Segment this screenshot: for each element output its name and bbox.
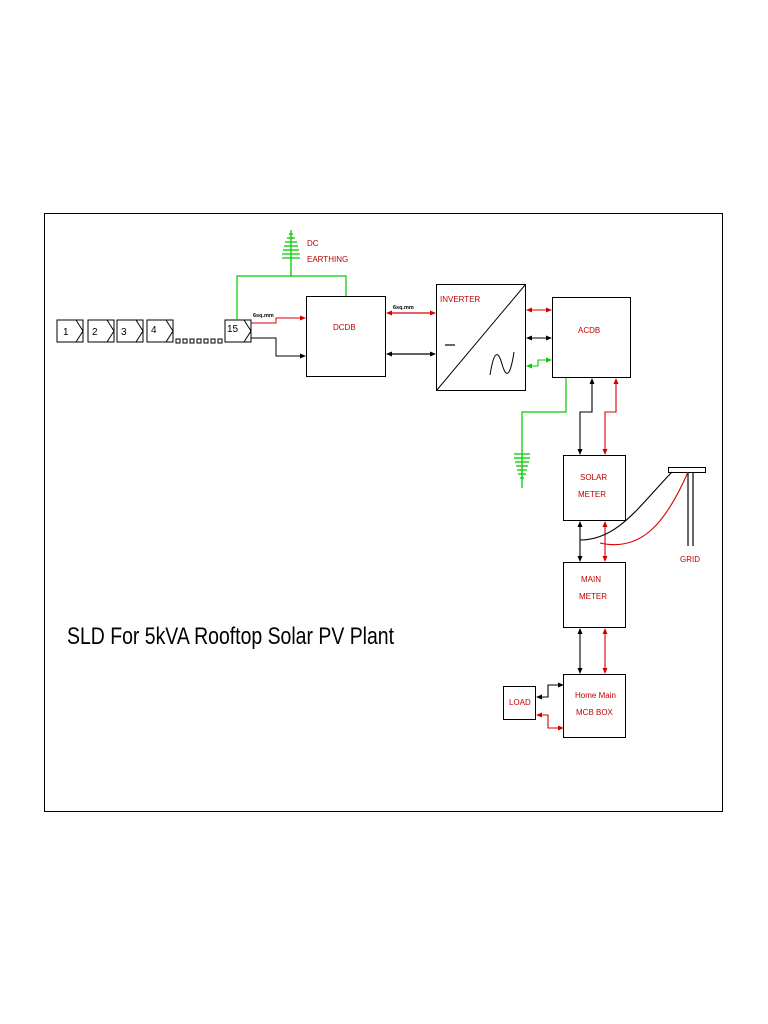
solar-meter-label-1: SOLAR (580, 473, 607, 482)
solar-meter-label-2: METER (578, 490, 606, 499)
panel-label: 1 (63, 327, 69, 338)
home-mcb-label-2: MCB BOX (576, 708, 614, 717)
ac-earthing-symbol (514, 448, 530, 488)
pv-panel-3: 3 (116, 319, 144, 343)
main-meter-label-2: METER (579, 592, 607, 601)
diagram-title: SLD For 5kVA Rooftop Solar PV Plant (67, 623, 394, 650)
panel-label: 2 (92, 327, 98, 338)
dcdb-block (306, 296, 386, 377)
dc-negative-wire (251, 337, 302, 357)
acdb-block (552, 297, 631, 378)
dc-earthing-label-1: DC (307, 239, 319, 248)
dcdb-label: DCDB (333, 323, 356, 332)
acdb-label: ACDB (578, 326, 600, 335)
mcb-to-load-live (540, 714, 560, 729)
pv-panel-15: 15 (224, 319, 252, 343)
grid-live-line (599, 471, 689, 546)
dc-earth-wire (236, 275, 347, 320)
ac-earth-wire (521, 378, 567, 448)
pv-panel-4: 4 (146, 319, 174, 343)
inverter-block (436, 284, 526, 391)
acdb-to-solar-neutral (579, 382, 593, 451)
panel-series-dots (175, 338, 223, 344)
inverter-label: INVERTER (440, 295, 481, 304)
home-mcb-label-1: Home Main (575, 691, 616, 700)
grid-pole (668, 467, 706, 546)
pv-panel-1: 1 (56, 319, 84, 343)
mcb-to-load-neutral (540, 684, 560, 698)
pv-panel-2: 2 (87, 319, 115, 343)
dc-positive-wire (251, 317, 302, 324)
acdb-to-solar-live (604, 382, 617, 451)
panel-label: 3 (121, 327, 127, 338)
main-meter-label-1: MAIN (581, 575, 601, 584)
panel-label: 4 (151, 325, 157, 336)
main-meter-block (563, 562, 626, 628)
load-block (503, 686, 536, 720)
cable-label-dcdb: 6sq.mm (393, 305, 414, 311)
solar-meter-block (563, 455, 626, 521)
grid-neutral-line (579, 471, 673, 541)
dc-earthing-label-2: EARTHING (307, 255, 348, 264)
ac-earth-link (530, 359, 548, 367)
cable-label-panel: 6sq.mm (253, 313, 274, 319)
dc-earthing-symbol (282, 230, 300, 276)
load-label: LOAD (509, 698, 531, 707)
home-mcb-block (563, 674, 626, 738)
diagram-frame (44, 213, 723, 812)
grid-label: GRID (680, 555, 700, 564)
panel-label: 15 (227, 324, 239, 335)
